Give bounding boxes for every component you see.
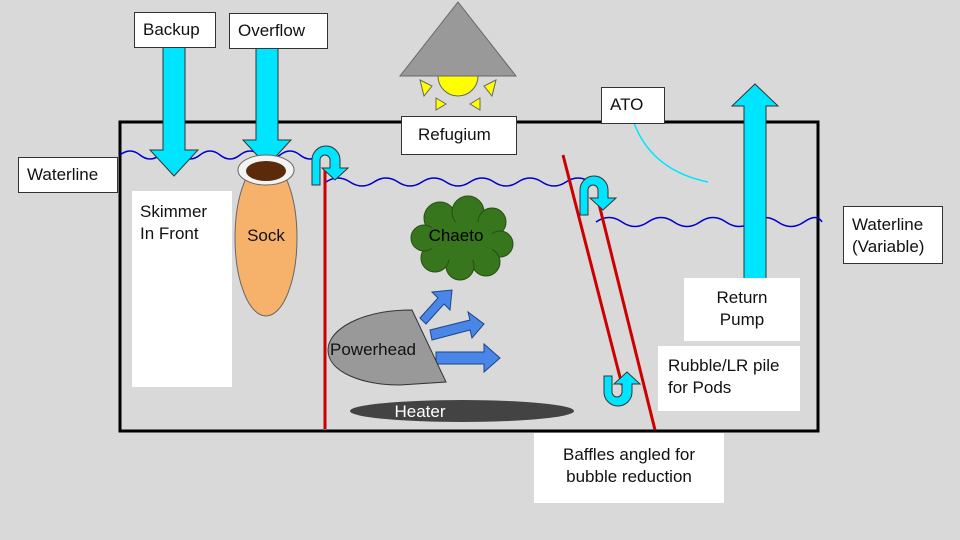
sock-label: Sock (247, 226, 285, 245)
u-turn-arrow-icon (579, 175, 618, 216)
sock (234, 154, 298, 317)
ato-label: ATO (601, 87, 665, 124)
backup-arrow (148, 45, 200, 177)
waterline-wave-right (595, 216, 823, 228)
heater (350, 400, 574, 422)
waterline-wave-middle (325, 177, 591, 187)
waterline-wave-left (119, 150, 321, 160)
return-pump-label: Return Pump (684, 278, 800, 341)
ato-line (632, 119, 709, 183)
baffle-angled-1 (561, 154, 624, 386)
chaeto-label: Chaeto (428, 226, 484, 245)
lamp-icon (398, 1, 518, 111)
waterline-right-label: Waterline (Variable) (843, 206, 943, 264)
return-arrow (730, 83, 780, 281)
powerhead-label: Powerhead (330, 340, 417, 359)
baffles-label: Baffles angled for bubble reduction (534, 433, 724, 503)
overflow-label: Overflow (229, 13, 328, 49)
flow-arrow-icon (419, 289, 501, 374)
rubble-label: Rubble/LR pile for Pods (658, 346, 800, 411)
skimmer-label: Skimmer In Front (132, 191, 232, 387)
u-turn-arrow-icon (603, 371, 642, 407)
u-turn-arrow-icon (311, 145, 350, 186)
baffle-angled-2 (596, 199, 657, 431)
refugium-label: Refugium (401, 116, 517, 155)
waterline-left-label: Waterline (18, 157, 118, 193)
powerhead (327, 309, 447, 386)
overflow-arrow (241, 45, 293, 167)
chaeto-cluster (410, 195, 514, 281)
backup-label: Backup (134, 12, 216, 48)
heater-label: Heater (394, 402, 446, 421)
